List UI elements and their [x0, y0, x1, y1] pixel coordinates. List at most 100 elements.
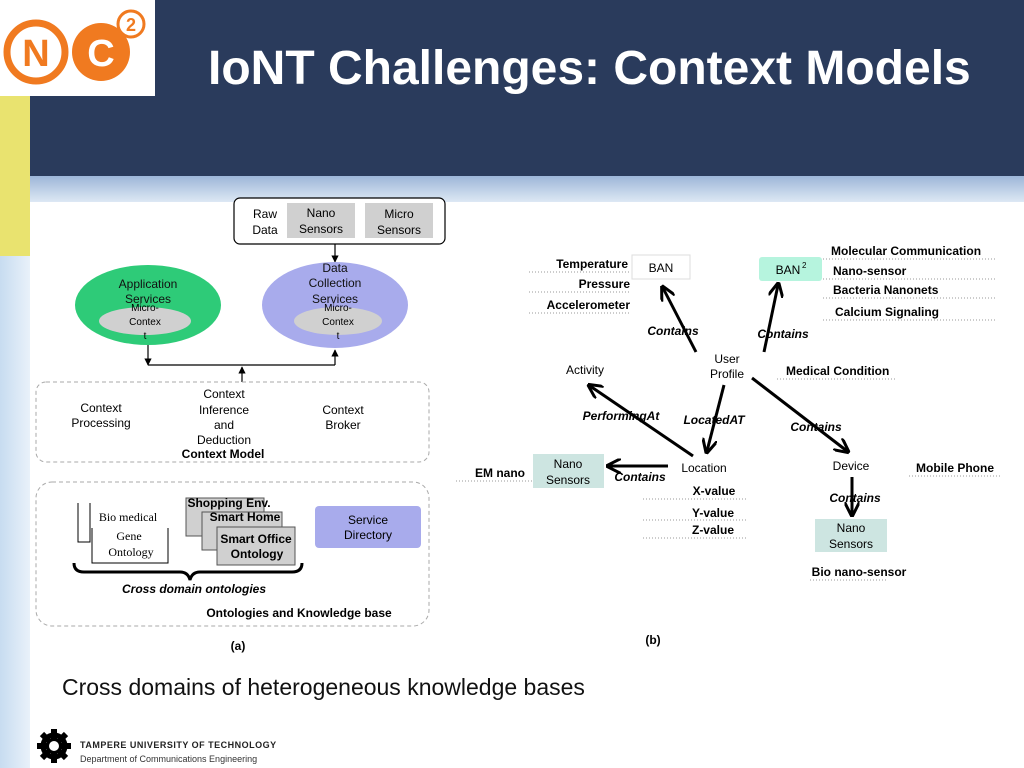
pressure-label: Pressure	[579, 277, 631, 291]
nano-sensors-left-label-1: Nano	[554, 457, 583, 471]
application-services-label-1: Application	[119, 277, 178, 291]
user-profile-label-1: User	[714, 352, 739, 366]
located-at-label: LocatedAT	[683, 413, 746, 427]
contains-label-4: Contains	[614, 470, 666, 484]
diagram-b-label: (b)	[645, 633, 660, 647]
title-banner	[0, 0, 1024, 176]
smart-office-box	[216, 526, 296, 566]
context-processing-label-1: Context	[80, 401, 122, 415]
application-services-label-2: Services	[125, 292, 171, 306]
mobile-phone-label: Mobile Phone	[916, 461, 994, 475]
micro-context-2-line1: Micro-	[324, 303, 352, 314]
tut-gear-icon	[37, 729, 71, 763]
service-directory-box	[315, 506, 421, 548]
ban-label: BAN	[649, 261, 674, 275]
context-broker-label-1: Context	[322, 403, 364, 417]
arrow-user-to-device	[751, 376, 847, 451]
nano-sensor-label: Nano-sensor	[833, 264, 907, 278]
ban2-box	[759, 257, 822, 281]
micro-context-2-line2: Contex	[322, 317, 354, 328]
user-profile-label-2: Profile	[710, 367, 744, 381]
bio-nano-sensor-label: Bio nano-sensor	[812, 565, 907, 579]
nano-sensors-left-label-2: Sensors	[546, 473, 590, 487]
banner-gradient-stripe	[0, 176, 1024, 202]
left-accent-yellow	[0, 96, 30, 256]
ban2-superscript: 2	[802, 261, 807, 270]
molecular-communication-label: Molecular Communication	[831, 244, 981, 258]
dotted-underlines	[456, 258, 1000, 581]
medical-condition-label: Medical Condition	[786, 364, 889, 378]
diagram-a: Raw Data Nano Sensors Micro Sensors Appl…	[35, 197, 446, 653]
context-inference-label-2: Inference	[199, 403, 249, 417]
context-broker-label-2: Broker	[325, 418, 360, 432]
gene-ontology-doc-outline	[91, 528, 169, 564]
nano-sensors-label-1: Nano	[307, 206, 336, 220]
cross-domain-label: Cross domain ontologies	[122, 582, 266, 596]
contains-label-2: Contains	[757, 327, 809, 341]
logo-disc-c	[72, 23, 130, 81]
smart-home-label: Smart Home	[210, 510, 281, 524]
micro-context-1-line2: Contex	[129, 317, 161, 328]
gene-ontology-label-2: Ontology	[108, 545, 153, 559]
micro-context-2-line3: t	[337, 331, 340, 342]
arrow-user-to-ban	[663, 288, 698, 353]
data-collection-label-2: Collection	[309, 276, 362, 290]
context-model-label: Context Model	[182, 447, 265, 461]
nano-sensors-right-box	[815, 519, 887, 552]
relation-arrows	[590, 285, 852, 514]
gene-ontology-label-1: Gene	[116, 529, 141, 543]
smart-office-label-1: Smart Office	[220, 532, 292, 546]
footer-university: TAMPERE UNIVERSITY OF TECHNOLOGY	[80, 740, 277, 750]
performing-at-label: PerformingAt	[583, 409, 661, 423]
temperature-label: Temperature	[556, 257, 628, 271]
cross-domain-brace	[72, 562, 304, 581]
micro-context-ellipse-2	[294, 307, 382, 335]
diagram-b: Temperature Pressure Accelerometer BAN B…	[456, 244, 1000, 647]
slide-caption: Cross domains of heterogeneous knowledge…	[62, 674, 585, 700]
logo-ring-n	[3, 19, 69, 85]
arrow-user-to-ban2	[762, 285, 778, 353]
contains-label-3: Contains	[790, 420, 842, 434]
data-collection-label-1: Data	[322, 261, 348, 275]
micro-context-1-line3: t	[144, 331, 147, 342]
contains-label-5: Contains	[829, 491, 881, 505]
micro-sensors-label-1: Micro	[384, 207, 414, 221]
diagram-a-label: (a)	[231, 639, 246, 653]
device-label: Device	[833, 459, 870, 473]
logo-letter-c: C	[87, 33, 114, 75]
ban2-label: BAN	[776, 263, 801, 277]
accelerometer-label: Accelerometer	[547, 298, 631, 312]
left-accent-blue	[0, 256, 30, 768]
z-value-label: Z-value	[692, 523, 734, 537]
context-inference-label-4: Deduction	[197, 433, 251, 447]
context-processing-label-2: Processing	[71, 416, 130, 430]
nano-sensors-box	[287, 203, 355, 238]
service-directory-label-1: Service	[348, 513, 388, 527]
x-value-label: X-value	[693, 484, 736, 498]
smart-office-label-2: Ontology	[231, 547, 284, 561]
bacteria-nanonets-label: Bacteria Nanonets	[833, 283, 939, 297]
contains-label-1: Contains	[647, 324, 699, 338]
logo-superscript: 2	[126, 15, 136, 35]
y-value-label: Y-value	[692, 506, 734, 520]
activity-label: Activity	[566, 363, 604, 377]
logo-letter-n: N	[22, 33, 49, 75]
micro-context-ellipse-1	[99, 307, 191, 335]
nano-sensors-left-box	[533, 454, 604, 488]
arrow-user-to-location	[707, 384, 726, 451]
footer-department: Department of Communications Engineering	[80, 754, 258, 764]
ban-box	[631, 254, 691, 280]
ontologies-kb-label: Ontologies and Knowledge base	[206, 606, 392, 620]
context-inference-label-3: and	[214, 418, 234, 432]
slide-title: IoNT Challenges: Context Models	[208, 42, 971, 95]
micro-sensors-box	[365, 203, 433, 238]
calcium-signaling-label: Calcium Signaling	[835, 305, 939, 319]
logo-superscript-ring	[116, 9, 146, 39]
nano-sensors-right-label-2: Sensors	[829, 537, 873, 551]
context-model-box	[35, 381, 430, 463]
raw-data-label-1: Raw	[253, 207, 277, 221]
nc2-logo: N C 2	[0, 0, 155, 96]
service-directory-label-2: Directory	[344, 528, 392, 542]
micro-context-1-line1: Micro-	[131, 303, 159, 314]
